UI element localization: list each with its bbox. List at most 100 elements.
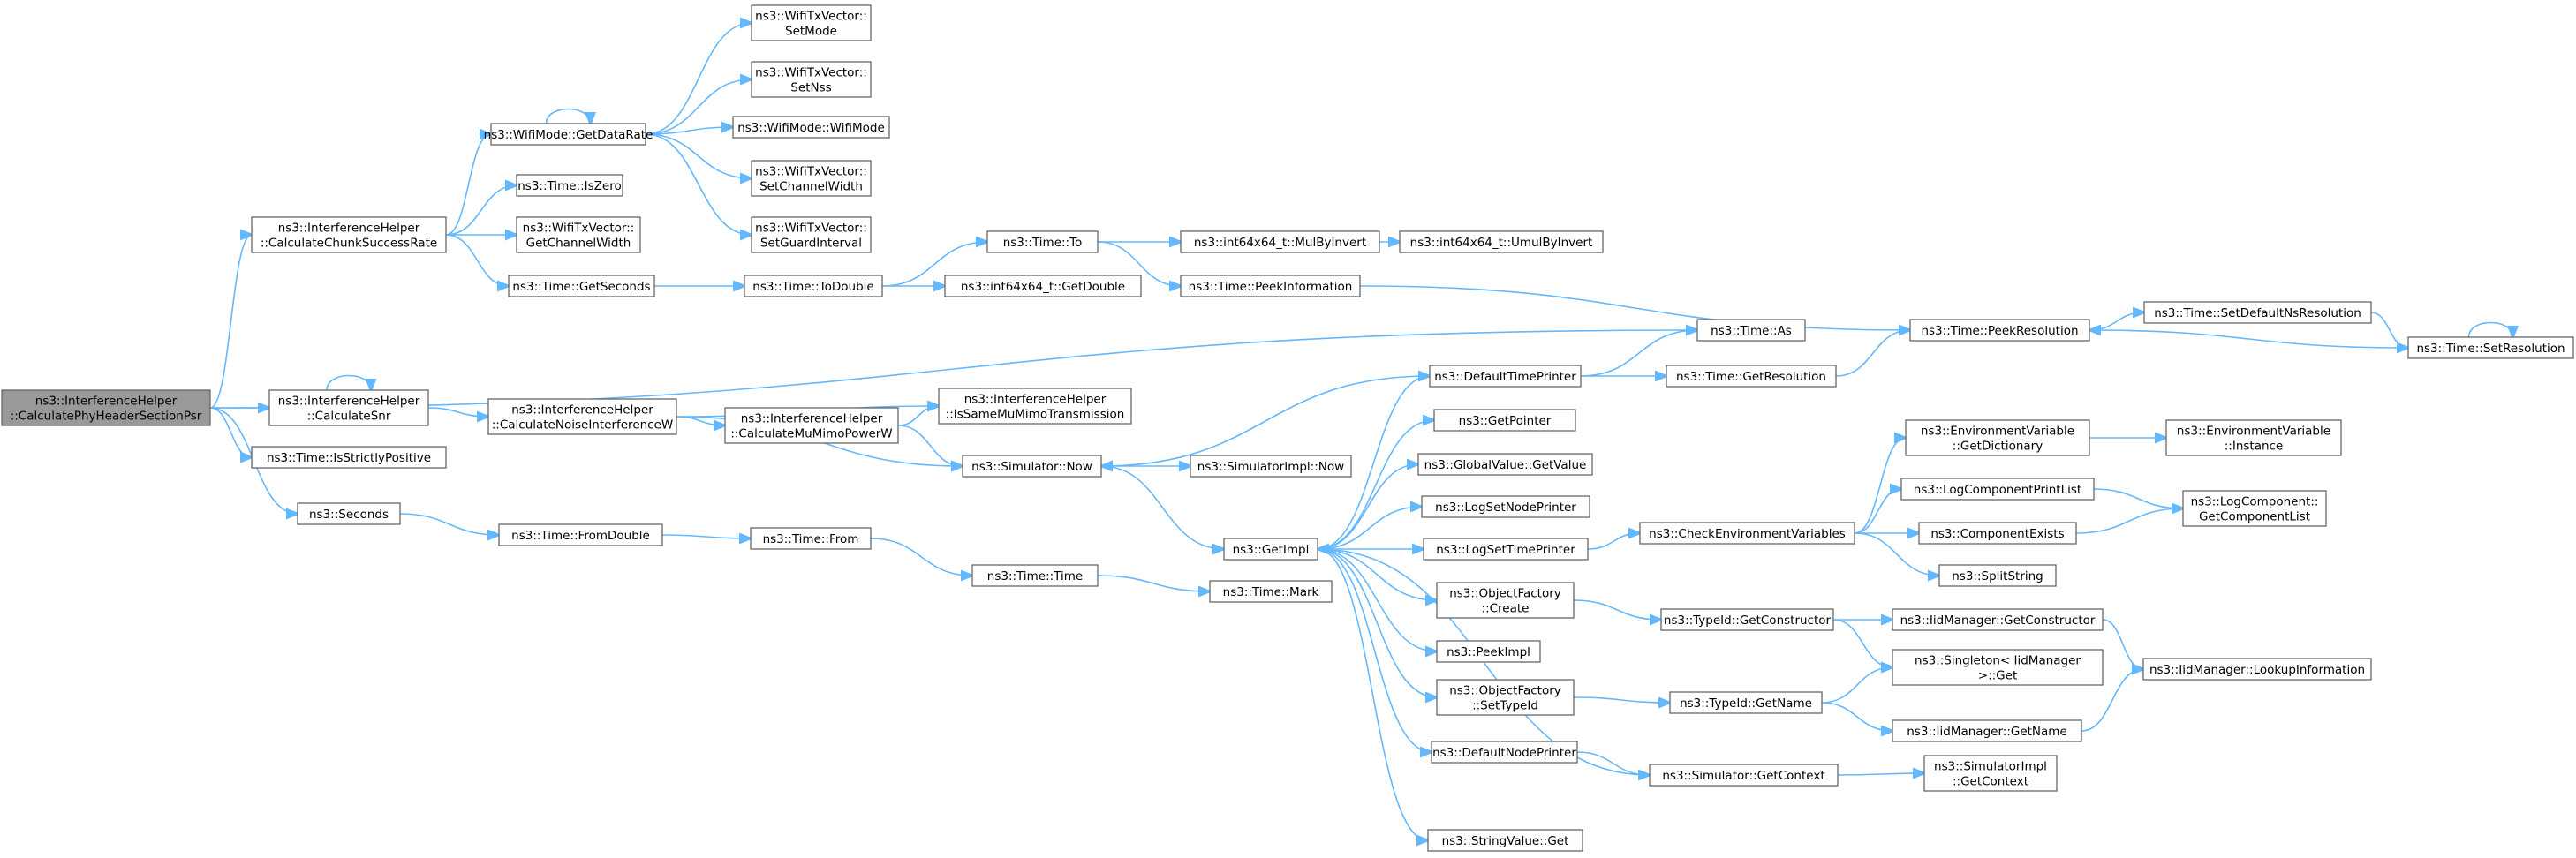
node-setchw[interactable]: ns3::WifiTxVector::SetChannelWidth: [751, 160, 872, 197]
node-setmode[interactable]: ns3::WifiTxVector::SetMode: [751, 4, 872, 41]
node-getpointer[interactable]: ns3::GetPointer: [1433, 409, 1576, 432]
node-typeidgetctor[interactable]: ns3::TypeId::GetConstructor: [1660, 608, 1834, 631]
node-setgi[interactable]: ns3::WifiTxVector::SetGuardInterval: [751, 216, 872, 253]
node-box: [1436, 640, 1541, 663]
node-singletonget[interactable]: ns3::Singleton< IidManager>::Get: [1892, 649, 2104, 686]
node-calcmmpw[interactable]: ns3::InterferenceHelper::CalculateMuMimo…: [724, 407, 899, 444]
node-label: ::Instance: [2225, 440, 2284, 454]
node-getchw[interactable]: ns3::WifiTxVector::GetChannelWidth: [516, 216, 641, 253]
node-ofsettypeid[interactable]: ns3::ObjectFactory::SetTypeId: [1436, 679, 1575, 716]
edge-ccsr-to-getseconds: [445, 234, 509, 286]
node-typeidgetname[interactable]: ns3::TypeId::GetName: [1669, 691, 1823, 714]
node-box: [971, 564, 1099, 587]
edge-logsettime-to-checkenv: [1587, 533, 1640, 550]
node-deftimeprinter[interactable]: ns3::DefaultTimePrinter: [1429, 365, 1582, 388]
node-splitstring[interactable]: ns3::SplitString: [1938, 564, 2057, 587]
node-label: ns3::SimulatorImpl: [1934, 760, 2047, 774]
node-label: ns3::int64x64_t::MulByInvert: [1194, 236, 1366, 250]
node-getseconds[interactable]: ns3::Time::GetSeconds: [508, 275, 655, 297]
node-defnodeprinter[interactable]: ns3::DefaultNodePrinter: [1431, 741, 1578, 764]
node-mulbyinvert[interactable]: ns3::int64x64_t::MulByInvert: [1180, 230, 1380, 253]
node-label: SetNss: [790, 81, 831, 95]
node-box: [1399, 230, 1604, 253]
edge-getres-to-peekres: [1835, 330, 1910, 377]
edge-compexists-to-getcomplist: [2075, 508, 2183, 534]
node-label: ns3::IidManager::GetConstructor: [1900, 613, 2096, 628]
edge-timefrom-to-timetime: [870, 538, 972, 576]
node-box: [251, 446, 447, 469]
node-timefrom[interactable]: ns3::Time::From: [750, 527, 872, 550]
node-label: ns3::Time::IsStrictlyPositive: [267, 451, 431, 465]
node-box: [1900, 478, 2095, 500]
node-iidgetctor[interactable]: ns3::IidManager::GetConstructor: [1892, 608, 2104, 631]
node-lookupinfo[interactable]: ns3::IidManager::LookupInformation: [2142, 658, 2372, 681]
node-box: [1639, 522, 1855, 545]
node-simimplgetctx[interactable]: ns3::SimulatorImpl::GetContext: [1923, 755, 2058, 792]
node-label: ns3::Time::PeekInformation: [1189, 280, 1353, 294]
node-box: [490, 123, 646, 146]
node-checkenv[interactable]: ns3::CheckEnvironmentVariables: [1639, 522, 1855, 545]
edge-root-to-isp: [209, 407, 252, 457]
node-box: [1180, 230, 1380, 253]
node-box: [2165, 419, 2342, 456]
node-wifimode[interactable]: ns3::WifiMode::WifiMode: [732, 116, 890, 139]
node-getres[interactable]: ns3::Time::GetResolution: [1666, 365, 1837, 388]
node-label: ns3::int64x64_t::GetDouble: [961, 280, 1125, 294]
node-label: ns3::LogSetTimePrinter: [1436, 543, 1575, 557]
node-label: ns3::WifiMode::GetDataRate: [484, 128, 653, 142]
node-umulbyinvert[interactable]: ns3::int64x64_t::UmulByInvert: [1399, 230, 1604, 253]
edge-fromdouble-to-timefrom: [661, 535, 751, 538]
node-envinstance[interactable]: ns3::EnvironmentVariable::Instance: [2165, 419, 2342, 456]
node-iszero[interactable]: ns3::Time::IsZero: [516, 174, 623, 197]
node-logsetnode[interactable]: ns3::LogSetNodePrinter: [1421, 495, 1590, 518]
edge-getdatarate-to-setchw: [645, 133, 752, 178]
node-peekinfo[interactable]: ns3::Time::PeekInformation: [1180, 275, 1361, 297]
edge-logcompprint-to-getcomplist: [2093, 488, 2183, 508]
node-setres[interactable]: ns3::Time::SetResolution: [2407, 336, 2574, 359]
node-peekimpl[interactable]: ns3::PeekImpl: [1436, 640, 1541, 663]
node-box: [1421, 495, 1590, 518]
node-simnow[interactable]: ns3::Simulator::Now: [962, 455, 1102, 478]
node-envgetdict[interactable]: ns3::EnvironmentVariable::GetDictionary: [1905, 419, 2090, 456]
node-setdefnsres[interactable]: ns3::Time::SetDefaultNsResolution: [2143, 301, 2372, 324]
node-logsettime[interactable]: ns3::LogSetTimePrinter: [1423, 538, 1589, 561]
node-label: ns3::IidManager::LookupInformation: [2149, 663, 2365, 677]
node-seconds[interactable]: ns3::Seconds: [297, 502, 401, 525]
node-getcomplist[interactable]: ns3::LogComponent::GetComponentList: [2182, 490, 2327, 527]
node-label: ns3::WifiTxVector::: [755, 10, 867, 24]
node-issamemm[interactable]: ns3::InterferenceHelper::IsSameMuMimoTra…: [938, 388, 1132, 425]
node-compexists[interactable]: ns3::ComponentExists: [1918, 522, 2077, 545]
node-isp[interactable]: ns3::Time::IsStrictlyPositive: [251, 446, 447, 469]
node-label: ns3::int64x64_t::UmulByInvert: [1410, 236, 1593, 250]
node-root[interactable]: ns3::InterferenceHelper::CalculatePhyHea…: [1, 389, 211, 426]
node-timemark[interactable]: ns3::Time::Mark: [1209, 580, 1333, 603]
node-strvalget[interactable]: ns3::StringValue::Get: [1427, 829, 1583, 852]
node-simimplnow[interactable]: ns3::SimulatorImpl::Now: [1190, 455, 1352, 478]
node-todouble[interactable]: ns3::Time::ToDouble: [744, 275, 883, 297]
node-calcniw[interactable]: ns3::InterferenceHelper::CalculateNoiseI…: [487, 398, 677, 435]
edge-getdatarate-to-setmode: [645, 23, 752, 135]
node-peekres[interactable]: ns3::Time::PeekResolution: [1909, 319, 2090, 342]
node-label: ns3::Time::Time: [987, 569, 1083, 583]
node-timeto[interactable]: ns3::Time::To: [986, 230, 1099, 253]
node-iidgetname[interactable]: ns3::IidManager::GetName: [1892, 719, 2082, 742]
node-timeas[interactable]: ns3::Time::As: [1696, 319, 1806, 342]
node-csnr[interactable]: ns3::InterferenceHelper::CalculateSnr: [268, 389, 429, 426]
node-logcompprint[interactable]: ns3::LogComponentPrintList: [1900, 478, 2095, 500]
node-box: [751, 160, 872, 197]
node-fromdouble[interactable]: ns3::Time::FromDouble: [498, 523, 663, 546]
node-gvgetvalue[interactable]: ns3::GlobalValue::GetValue: [1417, 453, 1593, 476]
node-setnss[interactable]: ns3::WifiTxVector::SetNss: [751, 61, 872, 98]
node-label: ns3::TypeId::GetConstructor: [1664, 613, 1832, 628]
edge-csnr-to-calcniw: [427, 407, 488, 417]
node-simgetctx[interactable]: ns3::Simulator::GetContext: [1649, 764, 1839, 786]
node-ccsr[interactable]: ns3::InterferenceHelper::CalculateChunkS…: [251, 216, 447, 253]
node-getdatarate[interactable]: ns3::WifiMode::GetDataRate: [484, 123, 653, 146]
node-ofcreate[interactable]: ns3::ObjectFactory::Create: [1436, 582, 1575, 619]
node-int64getdouble[interactable]: ns3::int64x64_t::GetDouble: [944, 275, 1142, 297]
node-box: [1892, 719, 2082, 742]
node-timetime[interactable]: ns3::Time::Time: [971, 564, 1099, 587]
node-label: ::CalculateChunkSuccessRate: [261, 237, 437, 251]
call-nodes: ns3::InterferenceHelper::CalculatePhyHea…: [1, 4, 2574, 852]
node-getimpl[interactable]: ns3::GetImpl: [1223, 538, 1318, 561]
